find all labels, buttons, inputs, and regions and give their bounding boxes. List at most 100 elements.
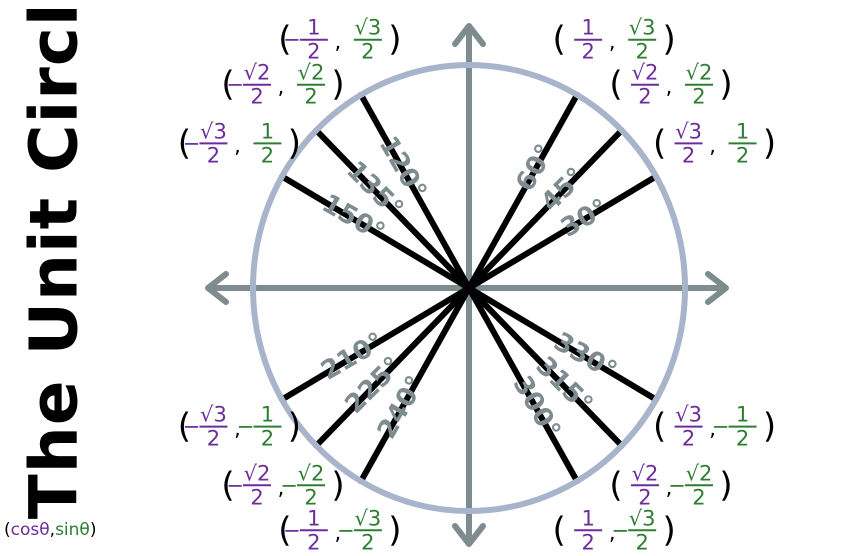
coord-330: (√32,−12): [653, 403, 776, 451]
ray-150: [278, 173, 472, 291]
ray-120: [358, 91, 472, 291]
unit-circle: [250, 62, 688, 514]
sin-value-sign: −: [280, 473, 298, 497]
sin-value-numerator: √2: [298, 61, 325, 85]
ray-315: [466, 285, 625, 449]
legend-comma: ,: [49, 520, 56, 540]
cos-value-denominator: 2: [250, 485, 263, 509]
sin-value-numerator: 1: [261, 119, 274, 143]
coord-open-paren: (: [553, 510, 566, 550]
ray-135: [313, 127, 472, 291]
cos-value-denominator: 2: [682, 143, 695, 167]
coord-225: (−√22,−√22): [221, 461, 344, 509]
coord-close-paren: ): [288, 407, 301, 447]
coord-comma: ,: [334, 30, 341, 54]
coord-comma: ,: [666, 475, 673, 499]
page-title: The Unit Circle: [15, 0, 93, 520]
y-axis-arrow-up: [452, 23, 486, 47]
cos-value-sign: −: [226, 73, 244, 97]
coord-135: (−√22,√22): [221, 61, 344, 109]
coord-comma: ,: [609, 520, 616, 544]
cos-value-numerator: √2: [244, 461, 271, 485]
ray-45: [466, 127, 625, 291]
cos-value-denominator: 2: [250, 85, 263, 109]
sin-value-sign: −: [337, 518, 355, 542]
coord-open-paren: (: [609, 65, 622, 105]
ray-30: [466, 173, 660, 291]
coord-comma: ,: [278, 475, 285, 499]
angle-rays: [278, 91, 660, 485]
cos-value-numerator: √3: [675, 403, 702, 427]
cos-value-numerator: 1: [307, 506, 320, 530]
coord-comma: ,: [666, 75, 673, 99]
coord-comma: ,: [709, 133, 716, 157]
cos-value-sign: −: [226, 473, 244, 497]
sin-value-denominator: 2: [692, 485, 705, 509]
cos-value-numerator: √3: [200, 403, 227, 427]
coord-comma: ,: [234, 133, 241, 157]
sin-value-numerator: √3: [354, 16, 381, 40]
coord-close-paren: ): [763, 407, 776, 447]
cos-value-denominator: 2: [207, 143, 220, 167]
coord-open-paren: (: [178, 123, 191, 163]
coord-open-paren: (: [653, 123, 666, 163]
sin-value-denominator: 2: [635, 40, 648, 64]
coord-comma: ,: [709, 417, 716, 441]
cos-value-sign: −: [183, 415, 201, 439]
coordinate-legend: (cosθ,sinθ): [4, 520, 96, 540]
cos-value-denominator: 2: [307, 530, 320, 554]
sin-value-numerator: √2: [298, 461, 325, 485]
coord-comma: ,: [334, 520, 341, 544]
cos-value-numerator: 1: [581, 506, 594, 530]
legend-cos: cosθ: [10, 520, 50, 540]
ray-210: [278, 285, 472, 403]
cos-value-denominator: 2: [682, 427, 695, 451]
sin-value-denominator: 2: [692, 85, 705, 109]
sin-value-numerator: √2: [686, 461, 713, 485]
legend-close-paren: ): [89, 520, 97, 540]
coord-close-paren: ): [719, 465, 732, 505]
sin-value-denominator: 2: [361, 530, 374, 554]
cos-value-denominator: 2: [581, 40, 594, 64]
sin-value-denominator: 2: [261, 143, 274, 167]
sin-value-numerator: √2: [686, 61, 713, 85]
sin-value-numerator: √3: [629, 506, 656, 530]
sin-value-sign: −: [237, 415, 255, 439]
sin-value-sign: −: [611, 518, 629, 542]
coord-comma: ,: [609, 30, 616, 54]
coord-240: (−12,−√32): [278, 506, 401, 554]
sin-value-denominator: 2: [736, 143, 749, 167]
cos-value-numerator: √2: [632, 461, 659, 485]
sin-value-numerator: √3: [354, 506, 381, 530]
coord-open-paren: (: [553, 20, 566, 60]
coord-close-paren: ): [763, 123, 776, 163]
coord-close-paren: ): [663, 510, 676, 550]
sin-value-numerator: 1: [736, 119, 749, 143]
x-axis-arrow-right: [705, 271, 729, 305]
sin-value-sign: −: [668, 473, 686, 497]
sin-value-numerator: 1: [736, 403, 749, 427]
coord-open-paren: (: [609, 465, 622, 505]
x-axis-arrow-left: [205, 271, 229, 305]
legend-open-paren: (: [4, 520, 11, 540]
coord-120: (−12,√32): [278, 16, 401, 64]
coord-comma: ,: [234, 417, 241, 441]
sin-value-numerator: 1: [261, 403, 274, 427]
coord-open-paren: (: [653, 407, 666, 447]
ray-330: [466, 285, 660, 403]
cos-value-denominator: 2: [207, 427, 220, 451]
cos-value-sign: −: [183, 131, 201, 155]
legend-sin: sinθ: [55, 520, 90, 540]
coord-close-paren: ): [719, 65, 732, 105]
cos-value-numerator: √3: [675, 119, 702, 143]
ray-240: [358, 285, 472, 485]
cos-value-numerator: √2: [244, 61, 271, 85]
coord-open-paren: (: [221, 65, 234, 105]
y-axis-arrow-down: [452, 523, 486, 547]
coord-60: (12,√32): [553, 16, 676, 64]
sin-value-numerator: √3: [629, 16, 656, 40]
cos-value-sign: −: [283, 518, 301, 542]
sin-value-denominator: 2: [635, 530, 648, 554]
cos-value-sign: −: [283, 28, 301, 52]
